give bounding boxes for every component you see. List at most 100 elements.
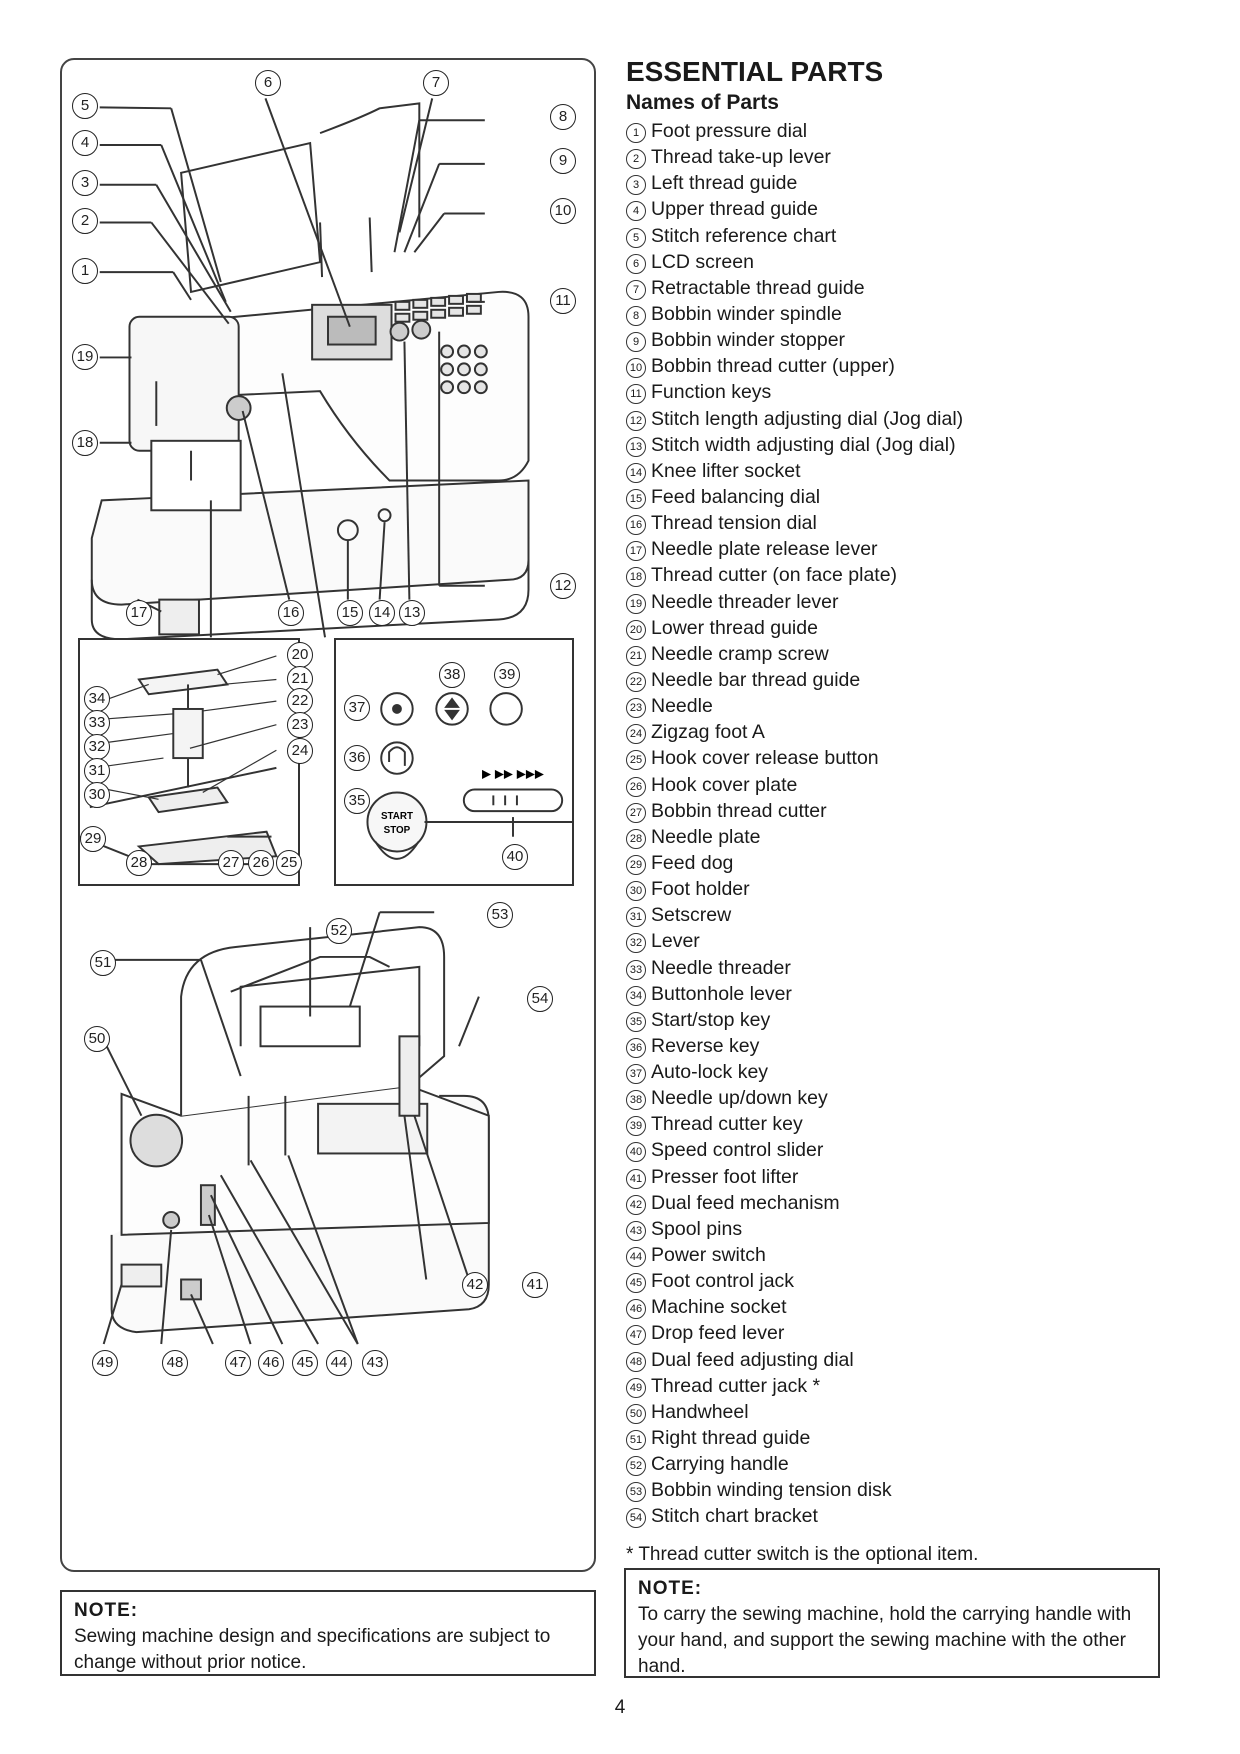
callout-50: 50 bbox=[84, 1026, 110, 1052]
part-label: Foot holder bbox=[651, 878, 750, 901]
part-label: Right thread guide bbox=[651, 1427, 811, 1450]
part-number: 24 bbox=[626, 724, 646, 745]
part-number: 18 bbox=[626, 567, 646, 588]
callout-51: 51 bbox=[90, 950, 116, 976]
part-number: 10 bbox=[626, 358, 646, 379]
callout-2: 2 bbox=[72, 208, 98, 234]
part-number: 1 bbox=[626, 123, 646, 143]
part-number: 13 bbox=[626, 436, 646, 457]
callout-32: 32 bbox=[84, 734, 110, 760]
callout-20: 20 bbox=[287, 642, 313, 668]
callout-30: 30 bbox=[84, 782, 110, 808]
part-number: 39 bbox=[626, 1116, 646, 1137]
callout-39: 39 bbox=[494, 662, 520, 688]
part-label: Stitch chart bracket bbox=[651, 1505, 818, 1528]
callout-3: 3 bbox=[72, 170, 98, 196]
part-label: Lower thread guide bbox=[651, 616, 818, 639]
footnote: * Thread cutter switch is the optional i… bbox=[626, 1543, 979, 1565]
part-number: 27 bbox=[626, 802, 646, 823]
part-number: 47 bbox=[626, 1325, 646, 1346]
part-label: Stitch length adjusting dial (Jog dial) bbox=[651, 407, 964, 430]
callout-10: 10 bbox=[550, 198, 576, 224]
part-label: Left thread guide bbox=[651, 172, 798, 195]
part-label: Needle threader lever bbox=[651, 590, 839, 613]
note-left: NOTE: Sewing machine design and specific… bbox=[60, 1590, 596, 1676]
callout-15: 15 bbox=[337, 600, 363, 626]
speed-marks: ▶ ▶▶ ▶▶▶ bbox=[482, 767, 545, 781]
part-number: 53 bbox=[626, 1482, 646, 1503]
control-buttons-inset: START STOP ▶ ▶▶ ▶▶▶ bbox=[334, 638, 574, 886]
part-label: Bobbin winder stopper bbox=[651, 329, 846, 352]
callout-8: 8 bbox=[550, 104, 576, 130]
part-number: 19 bbox=[626, 593, 646, 614]
callout-4: 4 bbox=[72, 130, 98, 156]
part-number: 15 bbox=[626, 488, 646, 509]
part-label: Bobbin thread cutter bbox=[651, 799, 827, 822]
part-label: Thread cutter key bbox=[651, 1113, 803, 1136]
part-number: 8 bbox=[626, 305, 646, 326]
needle-area-inset bbox=[78, 638, 300, 886]
callout-43: 43 bbox=[362, 1350, 388, 1376]
callout-19: 19 bbox=[72, 344, 98, 370]
part-label: Zigzag foot A bbox=[651, 721, 765, 744]
callout-35: 35 bbox=[344, 788, 370, 814]
callout-49: 49 bbox=[92, 1350, 118, 1376]
callout-6: 6 bbox=[255, 70, 281, 96]
part-number: 25 bbox=[626, 750, 646, 771]
callout-54: 54 bbox=[527, 986, 553, 1012]
part-label: Stitch reference chart bbox=[651, 224, 837, 247]
part-number: 45 bbox=[626, 1273, 646, 1294]
part-label: Dual feed mechanism bbox=[651, 1191, 840, 1214]
part-number: 46 bbox=[626, 1299, 646, 1320]
callout-41: 41 bbox=[522, 1272, 548, 1298]
part-label: Start/stop key bbox=[651, 1008, 771, 1031]
needle-area-illustration bbox=[80, 655, 278, 866]
part-number: 42 bbox=[626, 1194, 646, 1215]
part-number: 43 bbox=[626, 1220, 646, 1241]
part-number: 4 bbox=[626, 201, 646, 222]
part-number: 14 bbox=[626, 462, 646, 483]
part-number: 22 bbox=[626, 671, 646, 692]
part-number: 16 bbox=[626, 515, 646, 536]
part-label: Upper thread guide bbox=[651, 198, 818, 221]
part-number: 36 bbox=[626, 1037, 646, 1058]
part-label: Bobbin winding tension disk bbox=[651, 1479, 892, 1502]
part-number: 49 bbox=[626, 1377, 646, 1398]
callout-25: 25 bbox=[276, 850, 302, 876]
part-number: 6 bbox=[626, 253, 646, 274]
part-label: Function keys bbox=[651, 381, 772, 404]
part-label: Needle bbox=[651, 695, 713, 718]
part-number: 26 bbox=[626, 776, 646, 797]
part-number: 9 bbox=[626, 332, 646, 353]
part-label: Auto-lock key bbox=[651, 1061, 769, 1084]
part-number: 33 bbox=[626, 959, 646, 980]
part-label: Bobbin winder spindle bbox=[651, 302, 842, 325]
part-number: 30 bbox=[626, 881, 646, 902]
callout-7: 7 bbox=[423, 70, 449, 96]
subsection-title: Names of Parts bbox=[626, 91, 779, 114]
part-number: 38 bbox=[626, 1090, 646, 1111]
callout-42: 42 bbox=[462, 1272, 488, 1298]
part-number: 32 bbox=[626, 933, 646, 954]
part-label: Handwheel bbox=[651, 1400, 749, 1423]
